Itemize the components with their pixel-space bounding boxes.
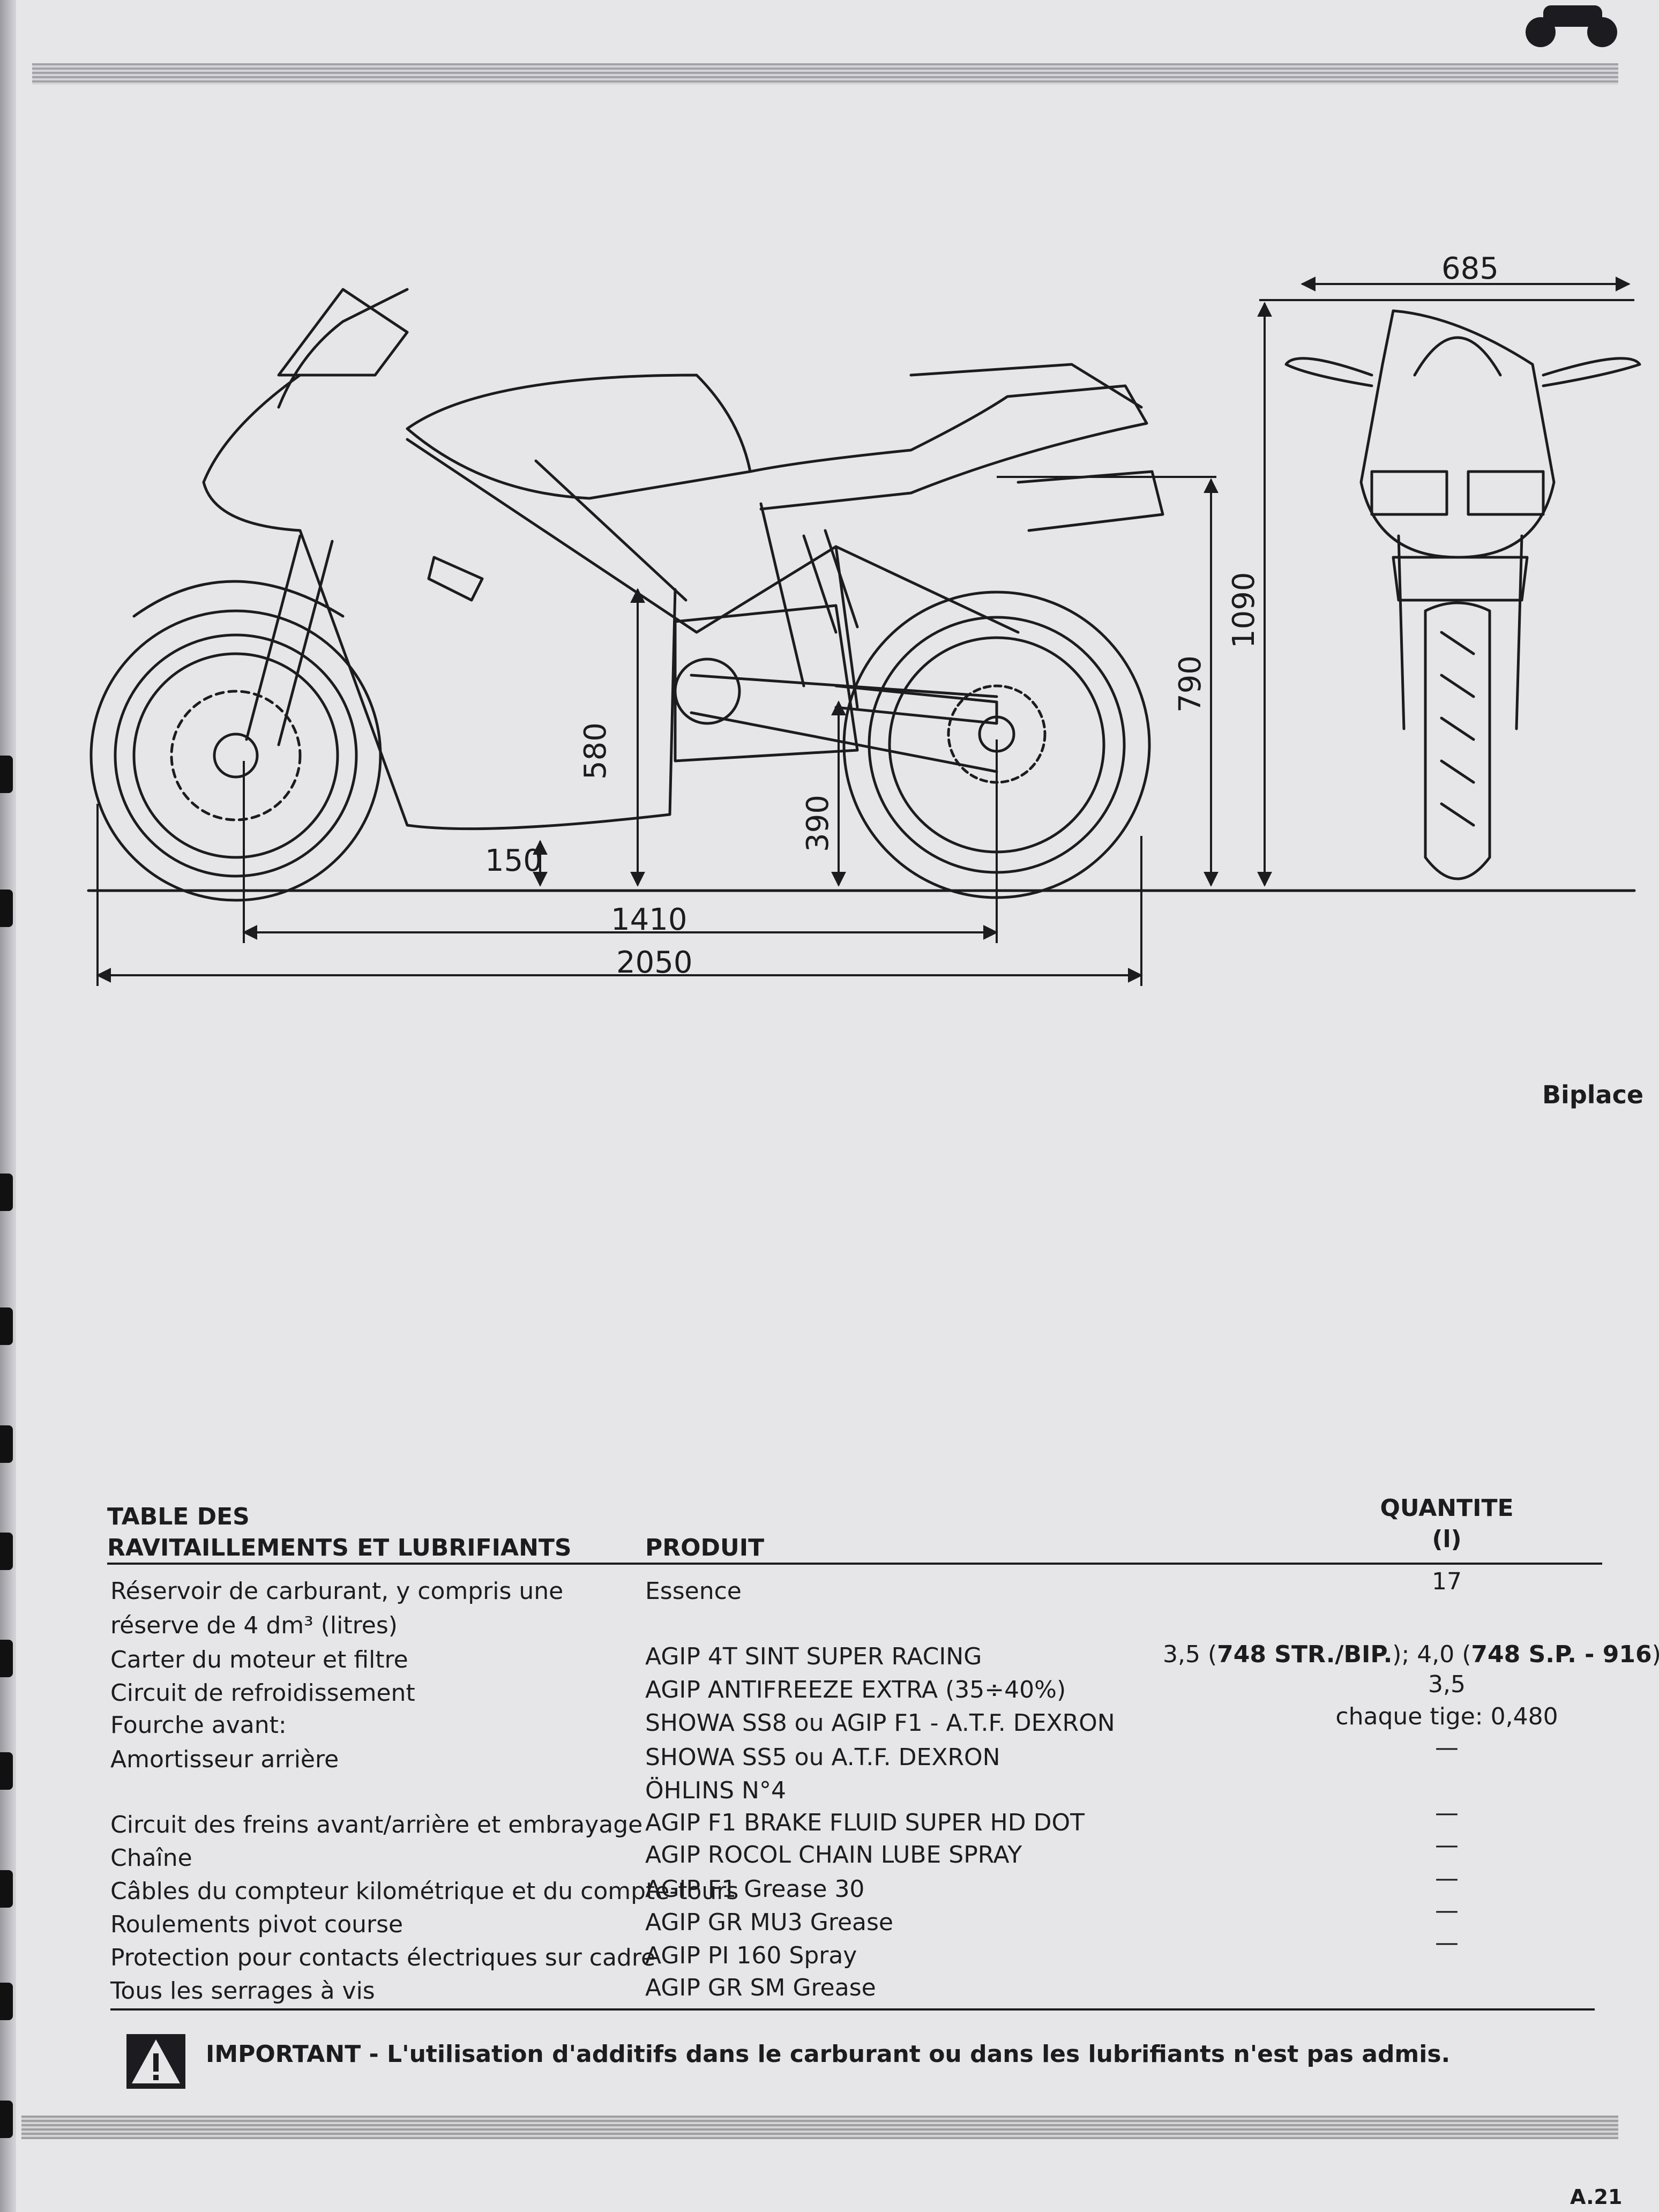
motorcycle-dimension-drawing: 580 390 150 1410 2050 790 1090 685 [87,251,1641,986]
warning-triangle-icon [132,2039,180,2083]
dim-580: 580 [578,722,613,780]
row-item: Câbles du compteur kilométrique et du co… [110,1878,739,1905]
row-product: SHOWA SS5 ou A.T.F. DEXRON [645,1744,1000,1771]
row-product: AGIP 4T SINT SUPER RACING [645,1643,982,1670]
binder-hole [0,1533,13,1570]
row-quantity: 3,5 [1428,1671,1466,1698]
binder-hole [0,756,13,793]
qty-text: 3,5 ( [1163,1641,1217,1668]
row-item: Circuit de refroidissement [110,1679,415,1707]
row-item: Carter du moteur et filtre [110,1646,408,1673]
row-product: Essence [645,1578,742,1605]
qty-text: ) [1652,1641,1659,1668]
footer-rule [21,2116,1618,2139]
row-item: Fourche avant: [110,1712,287,1739]
row-quantity: 3,5 (748 STR./BIP.); 4,0 (748 S.P. - 916… [1163,1641,1659,1669]
row-product-alt: ÖHLINS N°4 [645,1777,786,1804]
binder-hole [0,1752,13,1790]
dim-790: 790 [1173,655,1208,713]
column-header-quantity-line1: QUANTITE [1380,1494,1514,1522]
row-item: Protection pour contacts électriques sur… [110,1944,656,1971]
warning-panel [126,2034,185,2089]
row-product: AGIP PI 160 Spray [645,1942,857,1969]
qty-text: ); 4,0 ( [1392,1641,1471,1668]
column-header-quantity-line2: (l) [1432,1526,1462,1553]
row-quantity: — [1435,1734,1459,1761]
row-quantity: — [1435,1929,1459,1956]
row-quantity: — [1435,1799,1459,1827]
binder-hole [0,890,13,927]
row-product: AGIP F1 Grease 30 [645,1875,865,1903]
row-product: SHOWA SS8 ou AGIP F1 - A.T.F. DEXRON [645,1709,1115,1737]
qty-model: 748 STR./BIP. [1217,1641,1393,1668]
row-product: AGIP GR MU3 Grease [645,1909,893,1936]
binder-hole [0,1870,13,1908]
page-number: A.21 [1570,2185,1623,2209]
row-item: Réservoir de carburant, y compris une [110,1578,564,1605]
binder-hole [0,1307,13,1345]
row-quantity: — [1435,1897,1459,1924]
version-label: Biplace [1542,1080,1644,1109]
dim-1090: 1090 [1227,572,1261,648]
row-quantity: — [1435,1865,1459,1892]
row-product: AGIP F1 BRAKE FLUID SUPER HD DOT [645,1809,1085,1836]
binder-hole [0,1640,13,1677]
column-header-quantity: QUANTITE (l) [1361,1493,1533,1555]
table-title-line1: TABLE DES [107,1503,250,1530]
binder-hole [0,1174,13,1211]
row-item: Circuit des freins avant/arrière et embr… [110,1811,643,1839]
dim-390: 390 [801,795,835,852]
dim-2050: 2050 [616,945,693,980]
warning-text: IMPORTANT - L'utilisation d'additifs dan… [206,2041,1451,2068]
row-quantity: — [1435,1832,1459,1859]
row-item: Roulements pivot course [110,1911,403,1938]
qty-model: 748 S.P. - 916 [1471,1641,1652,1668]
table-header-rule [107,1563,1602,1565]
binder-hole [0,2101,13,2138]
binder-edge [0,0,16,2212]
dim-685: 685 [1441,251,1499,286]
column-header-product: PRODUIT [645,1534,765,1561]
table-title-line2: RAVITAILLEMENTS ET LUBRIFIANTS [107,1534,572,1561]
row-quantity: 17 [1432,1568,1462,1595]
row-quantity: chaque tige: 0,480 [1335,1703,1558,1730]
row-product: AGIP GR SM Grease [645,1974,876,2001]
row-product: AGIP ANTIFREEZE EXTRA (35÷40%) [645,1676,1066,1703]
row-product: AGIP ROCOL CHAIN LUBE SPRAY [645,1841,1022,1869]
binder-hole [0,1425,13,1463]
motorcycle-logo-icon [1526,5,1617,47]
row-item: Tous les serrages à vis [110,1977,375,2005]
row-item-continued: réserve de 4 dm³ (litres) [110,1612,398,1639]
table-bottom-rule [110,2008,1595,2011]
header-rule [32,63,1618,85]
row-item: Amortisseur arrière [110,1746,339,1773]
dim-1410: 1410 [611,902,687,937]
row-item: Chaîne [110,1844,192,1872]
binder-hole [0,1983,13,2020]
dim-150: 150 [485,843,542,878]
table-title: TABLE DES RAVITAILLEMENTS ET LUBRIFIANTS [107,1501,572,1564]
